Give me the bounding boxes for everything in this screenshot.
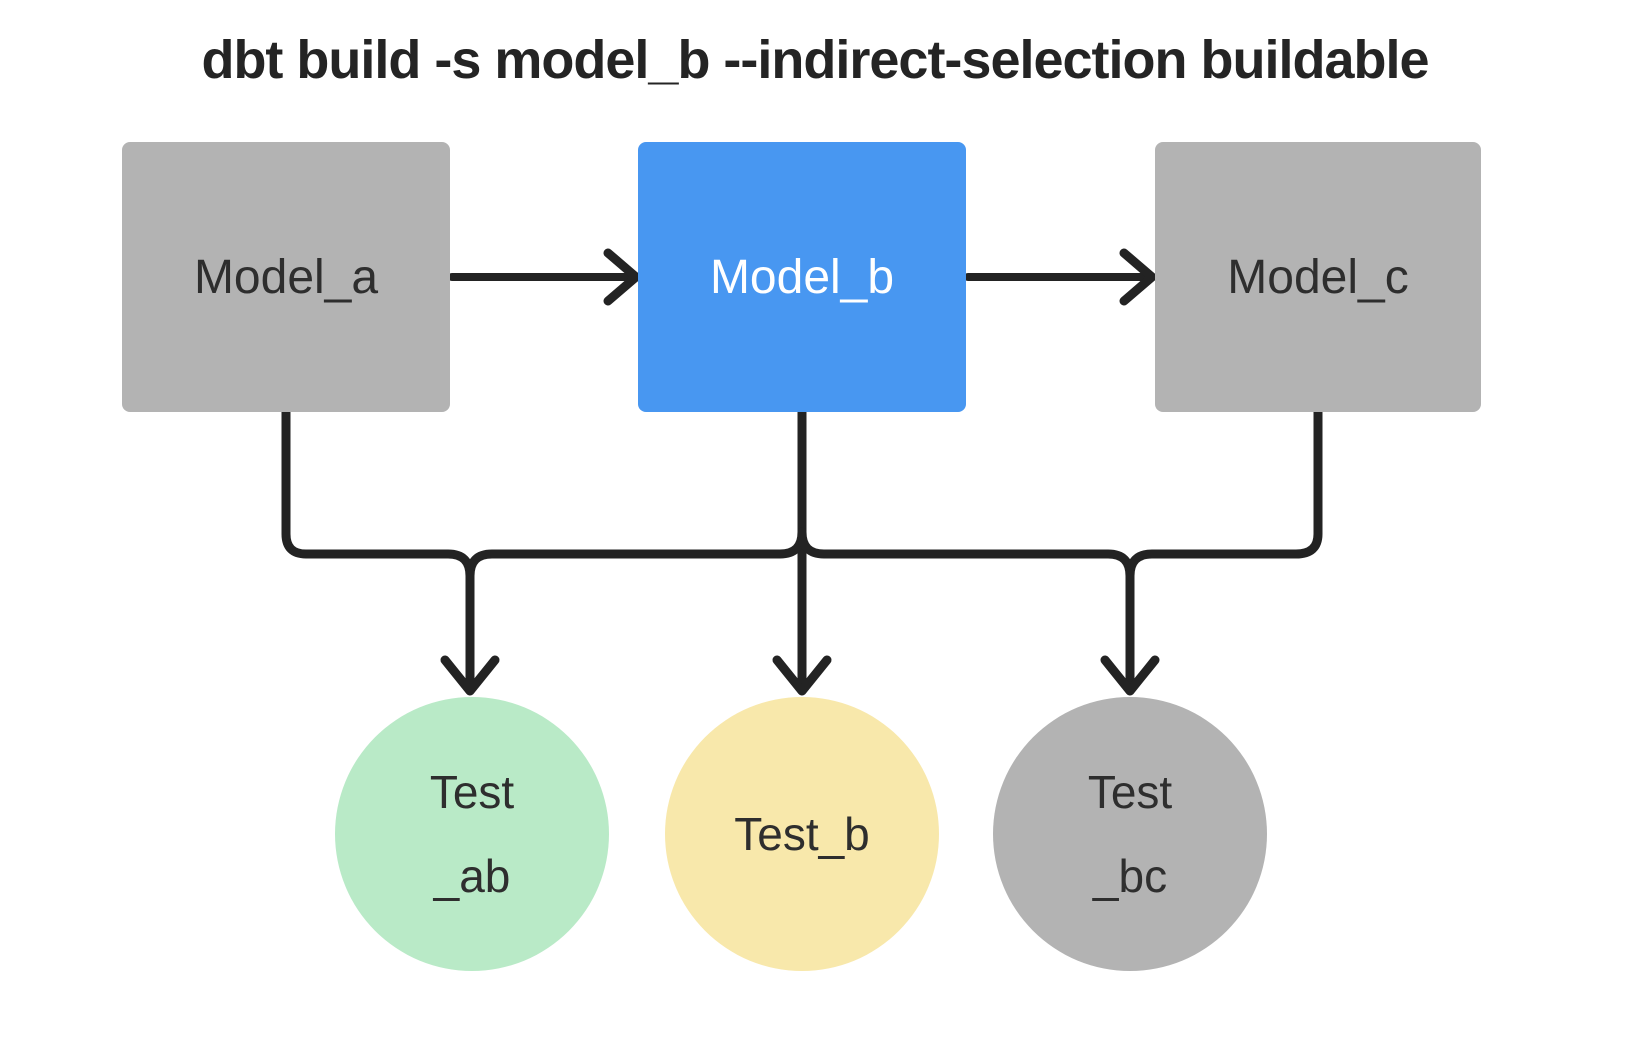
node-test-ab-label-line2: _ab [433, 850, 511, 902]
node-test-bc-label-line1: Test [1087, 766, 1173, 818]
arrowhead-model-b-to-model-c [1119, 248, 1157, 306]
node-model-b-label: Model_b [709, 250, 895, 304]
node-test-b: Test_b [665, 697, 939, 971]
arrowhead-test-bc [1100, 655, 1160, 696]
node-test-ab-label-line1: Test [429, 766, 515, 818]
edge-model-c-to-test-bc [1125, 407, 1323, 581]
node-model-c: Model_c [1155, 142, 1481, 412]
node-test-b-label-line1: Test_b [734, 808, 870, 860]
node-model-a-label: Model_a [193, 250, 379, 304]
node-test-bc-label-line2: _bc [1092, 850, 1168, 902]
arrowhead-test-ab [440, 655, 500, 696]
arrowhead-test-b [772, 655, 832, 696]
edge-model-b-to-test-ab [465, 527, 807, 581]
node-model-a: Model_a [122, 142, 450, 412]
node-model-b: Model_b [638, 142, 966, 412]
node-test-ab: Test _ab [335, 697, 609, 971]
edge-model-b-to-test-bc [797, 527, 1135, 689]
edge-model-a-to-test-ab [281, 407, 475, 689]
node-model-c-label: Model_c [1227, 250, 1409, 304]
node-test-bc: Test _bc [993, 697, 1267, 971]
diagram-title: dbt build -s model_b --indirect-selectio… [201, 30, 1429, 90]
arrowhead-model-a-to-model-b [603, 248, 641, 306]
